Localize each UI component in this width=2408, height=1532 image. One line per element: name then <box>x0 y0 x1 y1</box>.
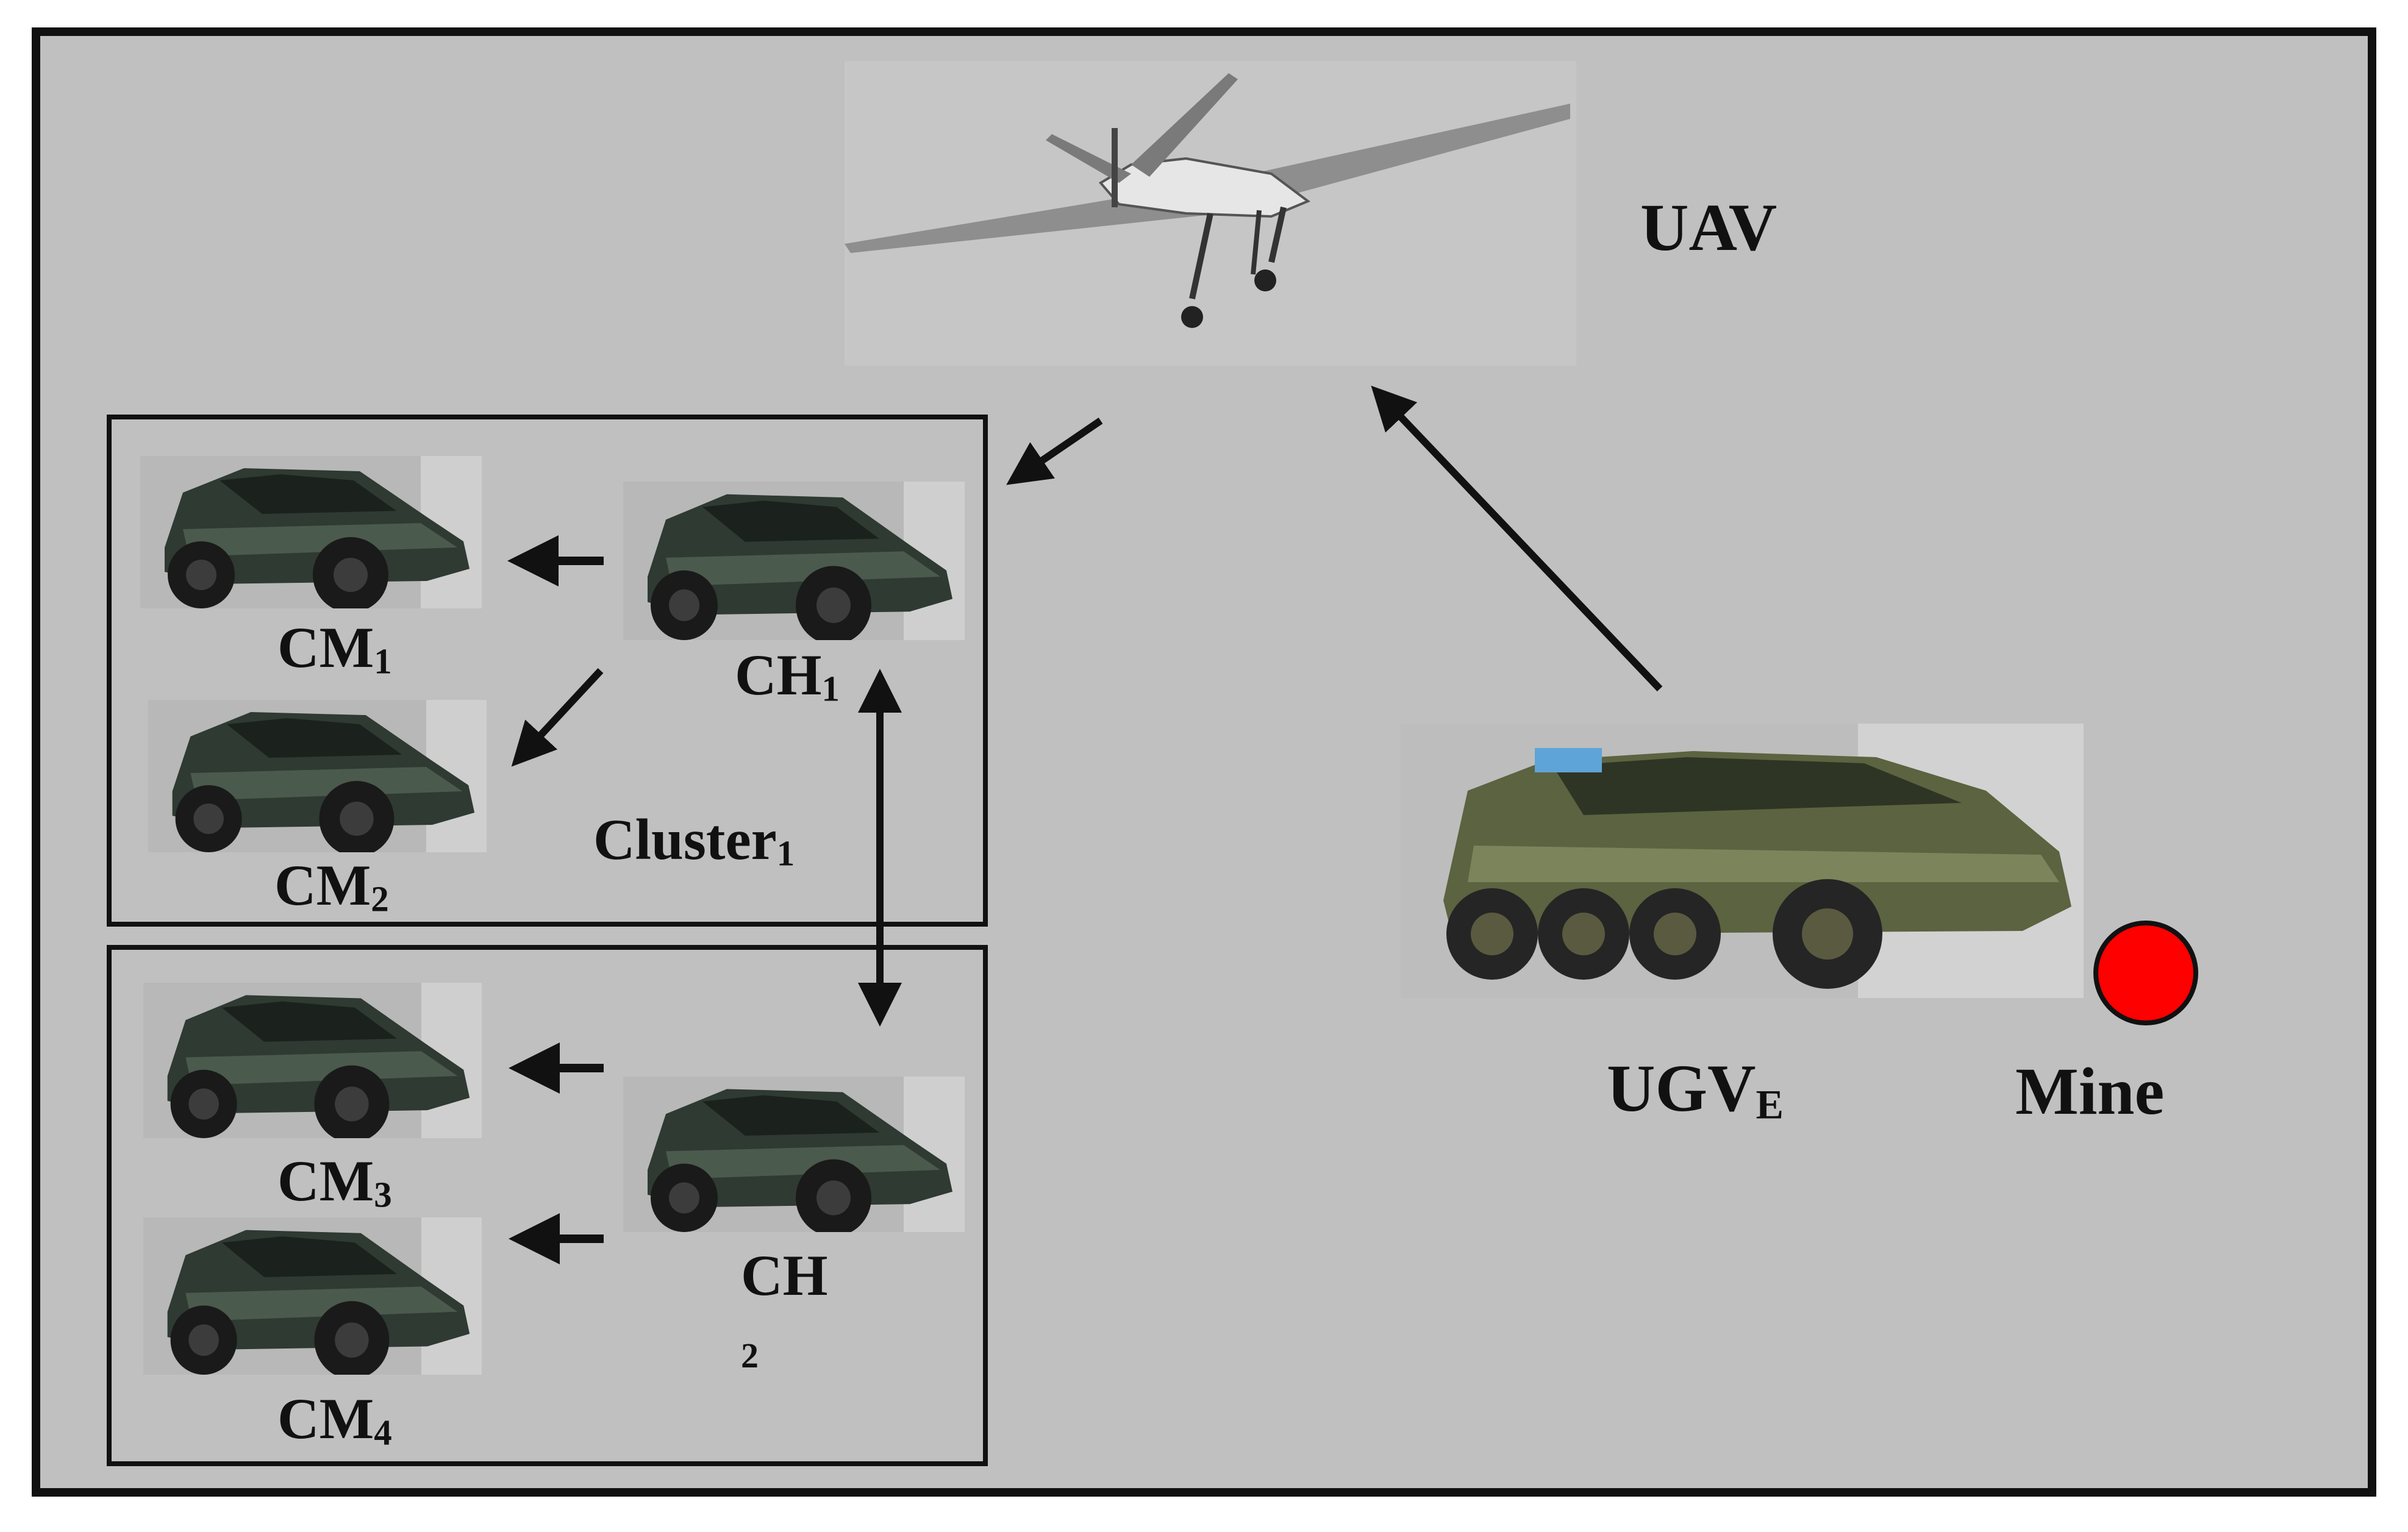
ch2-subscript: 2 <box>741 1336 759 1375</box>
ugve-label: UGVE <box>1607 1051 1784 1128</box>
cm1-subscript: 1 <box>374 641 392 682</box>
mine-marker <box>2093 921 2198 1025</box>
cm3-label: CM3 <box>277 1149 392 1215</box>
cluster1-subscript: 1 <box>776 833 795 874</box>
cm2-label: CM2 <box>274 853 389 919</box>
cm2-subscript: 2 <box>371 879 389 919</box>
cluster2-box <box>107 945 988 1466</box>
cm1-label: CM1 <box>277 615 392 682</box>
cm4-label: CM4 <box>277 1386 392 1453</box>
arrow-ugve-to-uav <box>1371 385 1663 692</box>
mine-label: Mine <box>2015 1054 2165 1128</box>
ch1-label: CH1 <box>735 643 840 709</box>
arrow-ch1-to-cm2 <box>511 668 604 767</box>
cm3-subscript: 3 <box>374 1175 392 1215</box>
ugve-subscript: E <box>1756 1081 1784 1128</box>
ch1-subscript: 1 <box>821 669 840 709</box>
cluster1-box <box>107 415 988 927</box>
ch2-label: CH <box>741 1243 828 1308</box>
cluster1-label: Cluster1 <box>593 807 795 874</box>
drone-icon <box>845 61 1576 366</box>
arrow-uav-to-cluster1 <box>1006 418 1103 485</box>
cm4-subscript: 4 <box>374 1413 392 1453</box>
uav-label: UAV <box>1640 190 1777 265</box>
ugve-vehicle-icon <box>1401 724 2084 998</box>
